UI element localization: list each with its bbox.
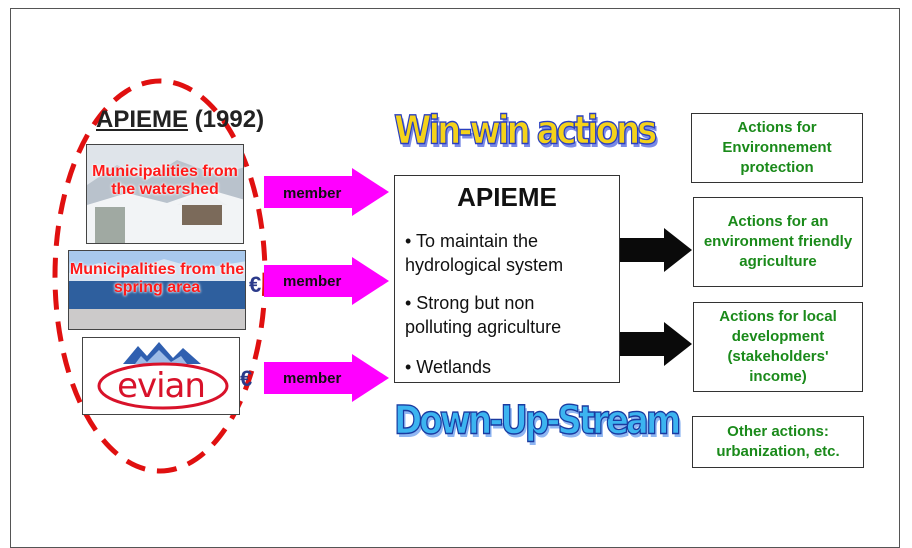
- municipalities-spring-label: Municipalities from the spring area: [69, 261, 245, 296]
- action-box-environment: Actions for Environnement protection: [691, 113, 863, 183]
- action-box-local-development: Actions for local development (stakehold…: [693, 302, 863, 392]
- black-arrow-1: [620, 228, 692, 272]
- member-arrow-2: [264, 257, 389, 305]
- bullet-line-4: polluting agriculture: [405, 317, 562, 337]
- watershed-photo: Municipalities from the watershed: [86, 144, 244, 244]
- apieme-box-title: APIEME: [457, 182, 557, 212]
- action-box-agriculture: Actions for an environment friendly agri…: [693, 197, 863, 287]
- bullet-line-2: hydrological system: [405, 255, 564, 275]
- member-label-2: member: [283, 273, 342, 290]
- down-up-stream-wordart: Down-Up-Stream: [393, 397, 682, 444]
- member-label-1: member: [283, 185, 342, 202]
- bullet-line-5: • Wetlands: [405, 357, 492, 377]
- municipalities-watershed-label: Municipalities from the watershed: [92, 163, 238, 198]
- member-arrow-1: [264, 168, 389, 216]
- apieme-box: APIEME • To maintain the hydrological sy…: [394, 175, 620, 383]
- member-arrow-3: [264, 354, 389, 402]
- action-box-other: Other actions: urbanization, etc.: [692, 416, 864, 468]
- spring-area-photo: Municipalities from the spring area: [68, 250, 246, 330]
- black-arrow-2: [620, 322, 692, 366]
- title-name: APIEME: [96, 106, 189, 133]
- evian-logo: evian: [82, 337, 240, 415]
- bullet-line-1: • To maintain the: [405, 231, 539, 251]
- title-year: (1992): [194, 106, 265, 133]
- euro-sign-evian: €: [240, 366, 253, 391]
- bullet-line-3: • Strong but non: [405, 293, 535, 313]
- evian-wordmark: evian: [117, 366, 206, 406]
- page-title: APIEME (1992): [96, 106, 264, 134]
- win-win-actions-wordart: Win-win actions: [393, 107, 658, 154]
- euro-sign-spring: €: [249, 272, 262, 297]
- member-label-3: member: [283, 370, 342, 387]
